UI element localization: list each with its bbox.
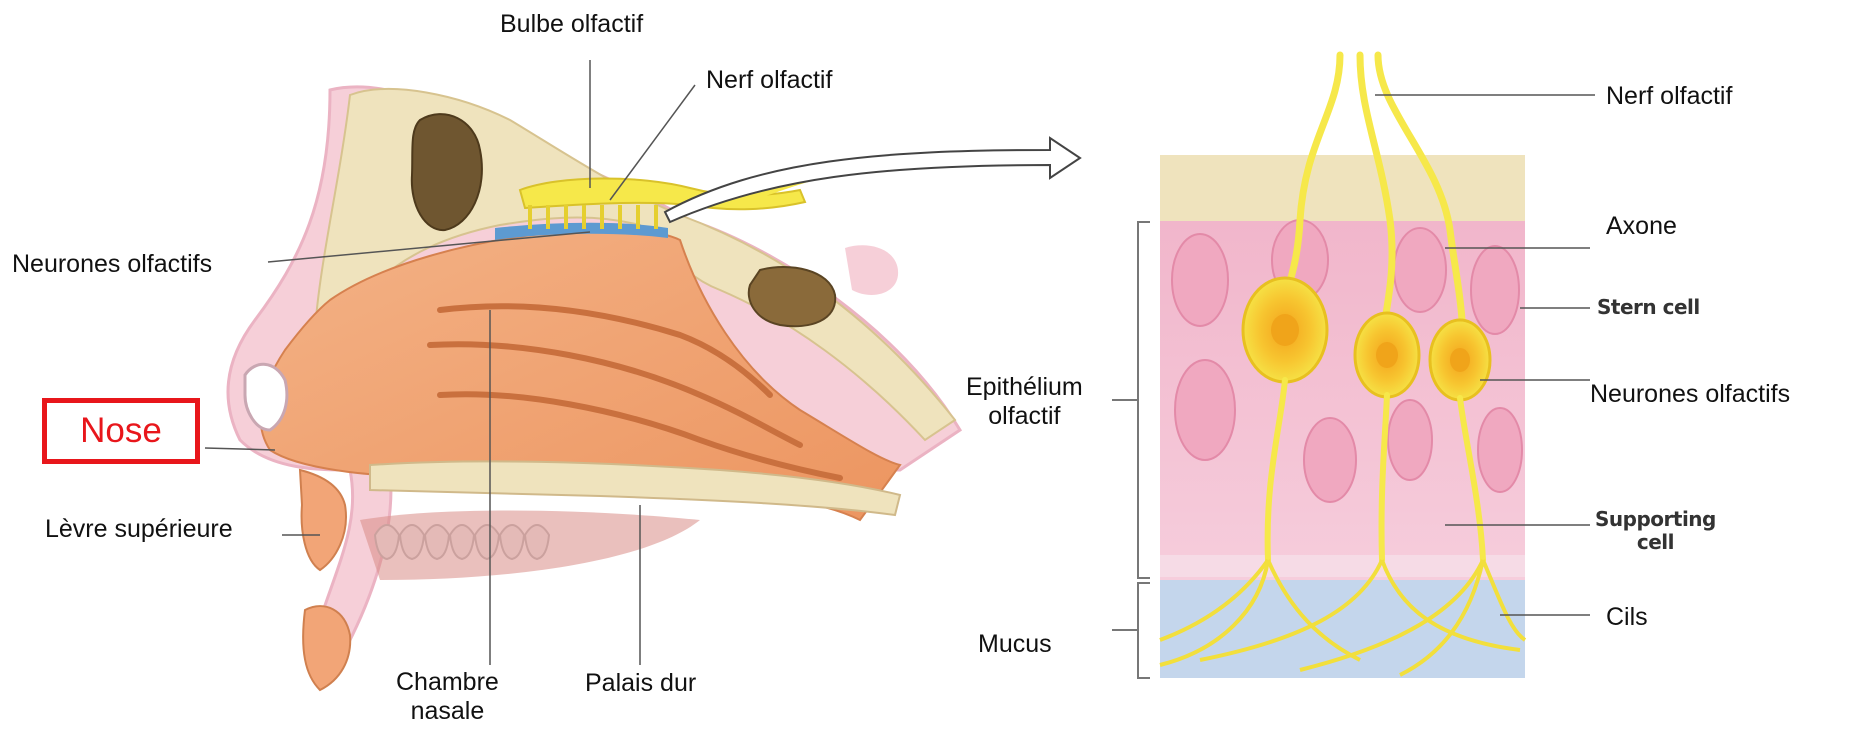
label-stern-cell: Stern cell [1597, 296, 1700, 319]
nasal-section-illustration [228, 87, 960, 690]
label-cils: Cils [1606, 603, 1648, 632]
label-nerf-olfactif-right: Nerf olfactif [1606, 82, 1732, 111]
label-bulbe-olfactif: Bulbe olfactif [500, 10, 643, 39]
layer-brackets [1112, 222, 1150, 678]
nose-highlight-box: Nose [42, 398, 200, 464]
label-nerf-olfactif-left: Nerf olfactif [706, 66, 832, 95]
lower-lip [303, 606, 350, 690]
mucus-layer [1160, 580, 1525, 678]
label-epithelium-olfactif: Epithélium olfactif [966, 373, 1083, 431]
label-neurones-olfactifs-right: Neurones olfactifs [1590, 380, 1790, 409]
label-mucus: Mucus [978, 630, 1052, 659]
upper-lip [300, 470, 346, 570]
label-neurones-olfactifs-left: Neurones olfactifs [12, 250, 212, 279]
label-axone: Axone [1606, 212, 1677, 241]
sphenoid-sinus [749, 267, 835, 326]
epithelium-closeup [1160, 55, 1525, 678]
bone-layer [1160, 155, 1525, 221]
label-chambre-nasale: Chambre nasale [396, 668, 499, 726]
label-palais-dur: Palais dur [585, 669, 696, 698]
label-supporting-cell: Supporting cell [1595, 508, 1716, 554]
label-levre-superieure: Lèvre supérieure [45, 515, 233, 544]
label-nose: Nose [80, 411, 162, 451]
